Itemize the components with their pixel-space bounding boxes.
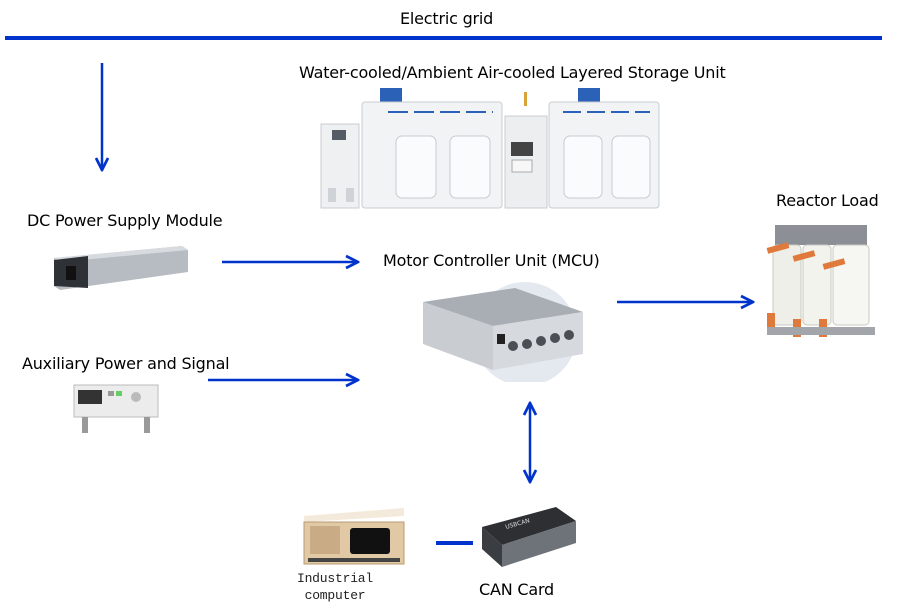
- mcu-label: Motor Controller Unit (MCU): [383, 251, 600, 270]
- storage-cabinet-left-panel: [320, 123, 360, 209]
- motor-controller-icon: [423, 282, 583, 382]
- industrial-computer-icon: [303, 508, 405, 565]
- bench-power-supply-icon: [73, 384, 159, 433]
- dc-power-label: DC Power Supply Module: [27, 211, 223, 230]
- industrial-computer-label: Industrial computer: [290, 570, 380, 604]
- can-card-icon: USBCAN: [482, 507, 576, 567]
- aux-power-label: Auxiliary Power and Signal: [22, 354, 230, 373]
- storage-cabinet-module-left: [361, 88, 503, 209]
- storage-cabinet-center-panel: [504, 92, 548, 209]
- storage-cabinet-icon: [320, 88, 660, 209]
- storage-unit-label: Water-cooled/Ambient Air-cooled Layered …: [299, 63, 726, 82]
- reactor-label: Reactor Load: [776, 191, 879, 210]
- power-supply-icon: [54, 246, 188, 290]
- industrial-computer-label-line1: Industrial: [296, 571, 373, 586]
- can-card-label: CAN Card: [479, 580, 555, 599]
- reactor-icon: [766, 225, 875, 337]
- electric-grid-label: Electric grid: [400, 9, 494, 28]
- industrial-computer-label-line2: computer: [304, 588, 366, 603]
- storage-cabinet-module-right: [548, 88, 660, 209]
